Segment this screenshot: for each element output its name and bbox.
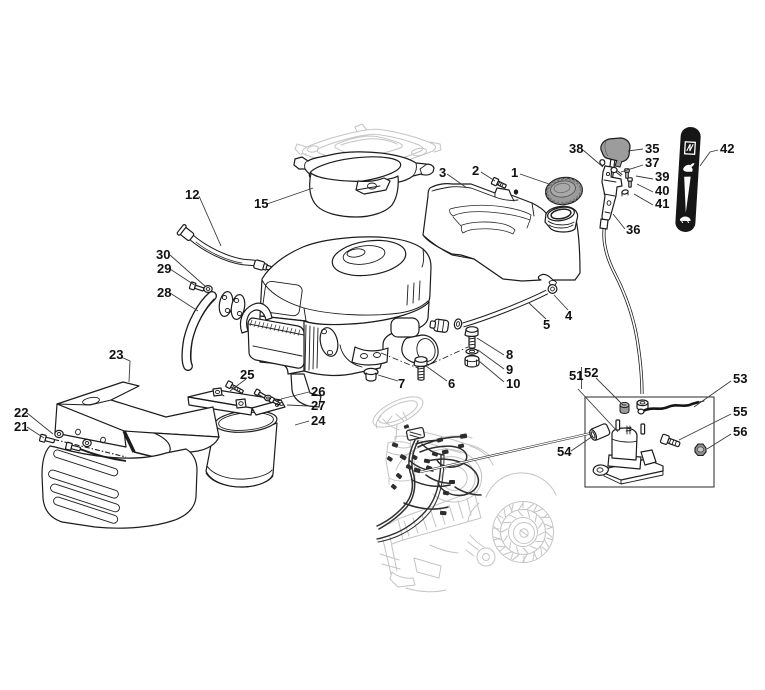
svg-text:27: 27 bbox=[311, 398, 325, 413]
svg-text:10: 10 bbox=[506, 376, 520, 391]
svg-text:53: 53 bbox=[733, 371, 747, 386]
svg-text:3: 3 bbox=[439, 165, 446, 180]
svg-text:1: 1 bbox=[511, 165, 518, 180]
svg-text:26: 26 bbox=[311, 384, 325, 399]
svg-text:51: 51 bbox=[569, 368, 583, 383]
svg-text:12: 12 bbox=[185, 187, 199, 202]
svg-text:39: 39 bbox=[655, 169, 669, 184]
svg-text:42: 42 bbox=[720, 141, 734, 156]
svg-text:25: 25 bbox=[240, 367, 254, 382]
svg-text:29: 29 bbox=[157, 261, 171, 276]
svg-text:21: 21 bbox=[14, 419, 28, 434]
svg-text:41: 41 bbox=[655, 196, 669, 211]
svg-text:55: 55 bbox=[733, 404, 747, 419]
svg-text:30: 30 bbox=[156, 247, 170, 262]
svg-text:15: 15 bbox=[254, 196, 268, 211]
svg-text:2: 2 bbox=[472, 163, 479, 178]
svg-text:56: 56 bbox=[733, 424, 747, 439]
svg-text:52: 52 bbox=[584, 365, 598, 380]
svg-text:22: 22 bbox=[14, 405, 28, 420]
svg-text:8: 8 bbox=[506, 347, 513, 362]
svg-text:5: 5 bbox=[543, 317, 550, 332]
svg-text:54: 54 bbox=[557, 444, 572, 459]
svg-text:28: 28 bbox=[157, 285, 171, 300]
svg-text:23: 23 bbox=[109, 347, 123, 362]
svg-text:38: 38 bbox=[569, 141, 583, 156]
svg-text:24: 24 bbox=[311, 413, 326, 428]
svg-text:9: 9 bbox=[506, 362, 513, 377]
svg-text:4: 4 bbox=[565, 308, 573, 323]
svg-text:6: 6 bbox=[448, 376, 455, 391]
svg-text:36: 36 bbox=[626, 222, 640, 237]
svg-text:35: 35 bbox=[645, 141, 659, 156]
svg-text:7: 7 bbox=[398, 376, 405, 391]
svg-text:37: 37 bbox=[645, 155, 659, 170]
svg-text:40: 40 bbox=[655, 183, 669, 198]
